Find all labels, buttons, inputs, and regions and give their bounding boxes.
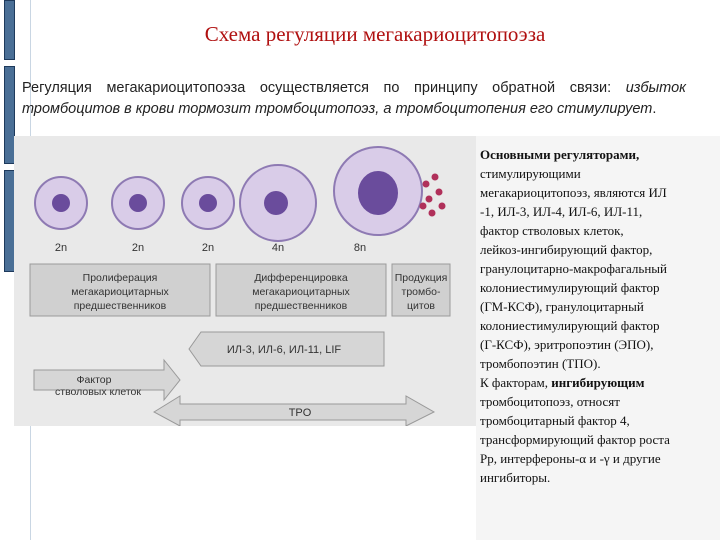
- regulators-line: гранулоцитарно-макрофагальный: [480, 261, 667, 276]
- ploidy-label: 2n: [202, 242, 214, 254]
- intro-italic-text: тромбоцитов в крови тормозит тромбоцитоп…: [22, 101, 653, 117]
- intro-plain-text: Регуляция мегакариоцитопоэза осуществляе…: [22, 80, 626, 96]
- inhibitors-keyword: ингибирующим: [551, 375, 645, 390]
- tpo-arrow: TPO: [152, 395, 436, 426]
- cytokine-arrow: ИЛ-3, ИЛ-6, ИЛ-11, LIF: [188, 331, 385, 367]
- svg-text:TPO: TPO: [289, 407, 312, 419]
- left-decoration: [0, 0, 31, 540]
- regulators-line: -1, ИЛ-3, ИЛ-4, ИЛ-6, ИЛ-11,: [480, 204, 643, 219]
- platelets: [419, 173, 446, 217]
- ploidy-label: 8n: [354, 242, 366, 254]
- left-bar-segment: [4, 66, 15, 164]
- stem-factor-arrow: Фактор стволовых клеток: [33, 358, 181, 402]
- right-panel-background: [476, 136, 720, 540]
- svg-text:Пролиферация: Пролиферация: [83, 272, 158, 284]
- svg-text:цитов: цитов: [407, 300, 435, 312]
- regulators-line: ингибиторы.: [480, 470, 551, 485]
- svg-text:ИЛ-3, ИЛ-6, ИЛ-11, LIF: ИЛ-3, ИЛ-6, ИЛ-11, LIF: [227, 344, 342, 356]
- left-bar-segment: [4, 0, 15, 60]
- proliferation-box: Пролиферация мегакариоцитарных предшеств…: [29, 263, 211, 317]
- intro-italic-start: избыток: [625, 80, 686, 96]
- cell-5: [333, 146, 423, 236]
- inhibitors-intro: К факторам,: [480, 375, 552, 390]
- svg-text:мегакариоцитарных: мегакариоцитарных: [252, 286, 350, 298]
- regulators-line: тромбоцитарный фактор 4,: [480, 413, 630, 428]
- cell-3: [181, 176, 235, 230]
- regulators-paragraph: Основными регуляторами, стимулирующими м…: [480, 145, 718, 487]
- svg-text:тромбо-: тромбо-: [402, 286, 441, 298]
- differentiation-box: Дифференцировка мегакариоцитарных предше…: [215, 263, 387, 317]
- cell-4: [239, 164, 317, 242]
- regulators-line: стимулирующими: [480, 166, 581, 181]
- intro-paragraph: Регуляция мегакариоцитопоэза осуществляе…: [22, 78, 686, 120]
- regulators-line: тромбопоэтин (ТПО).: [480, 356, 601, 371]
- svg-text:предшественников: предшественников: [255, 300, 348, 312]
- svg-text:мегакариоцитарных: мегакариоцитарных: [71, 286, 169, 298]
- cell-2: [111, 176, 165, 230]
- regulators-line: фактор стволовых клеток,: [480, 223, 624, 238]
- regulators-line: мегакариоцитопоэз, являются ИЛ: [480, 185, 667, 200]
- regulators-line: Рр, интерфероны-α и -γ и другие: [480, 451, 661, 466]
- svg-text:Продукция: Продукция: [395, 272, 448, 284]
- production-box: Продукция тромбо- цитов: [391, 263, 451, 317]
- regulators-line: (ГМ-КСФ), гранулоцитарный: [480, 299, 644, 314]
- regulators-line: трансформирующий фактор роста: [480, 432, 670, 447]
- regulators-line: (Г-КСФ), эритропоэтин (ЭПО),: [480, 337, 654, 352]
- ploidy-label: 2n: [132, 242, 144, 254]
- regulators-heading: Основными регуляторами,: [480, 147, 640, 162]
- ploidy-label: 4n: [272, 242, 284, 254]
- svg-text:Дифференцировка: Дифференцировка: [254, 272, 348, 284]
- svg-text:предшественников: предшественников: [74, 300, 167, 312]
- slide-title: Схема регуляции мегакариоцитопоэза: [204, 22, 546, 46]
- regulators-line: тромбоцитопоэз, относят: [480, 394, 620, 409]
- intro-end: .: [652, 101, 657, 117]
- svg-text:стволовых клеток: стволовых клеток: [55, 386, 141, 398]
- ploidy-label: 2n: [55, 242, 67, 254]
- regulators-line: колониестимулирующий фактор: [480, 318, 660, 333]
- svg-text:Фактор: Фактор: [77, 374, 112, 386]
- regulators-line: лейкоз-ингибирующий фактор,: [480, 242, 653, 257]
- regulators-line: колониестимулирующий фактор: [480, 280, 660, 295]
- megakaryopoiesis-diagram: 2n 2n 2n 4n 8n Пролиферация мегакариоцит…: [14, 136, 476, 426]
- cell-1: [34, 176, 88, 230]
